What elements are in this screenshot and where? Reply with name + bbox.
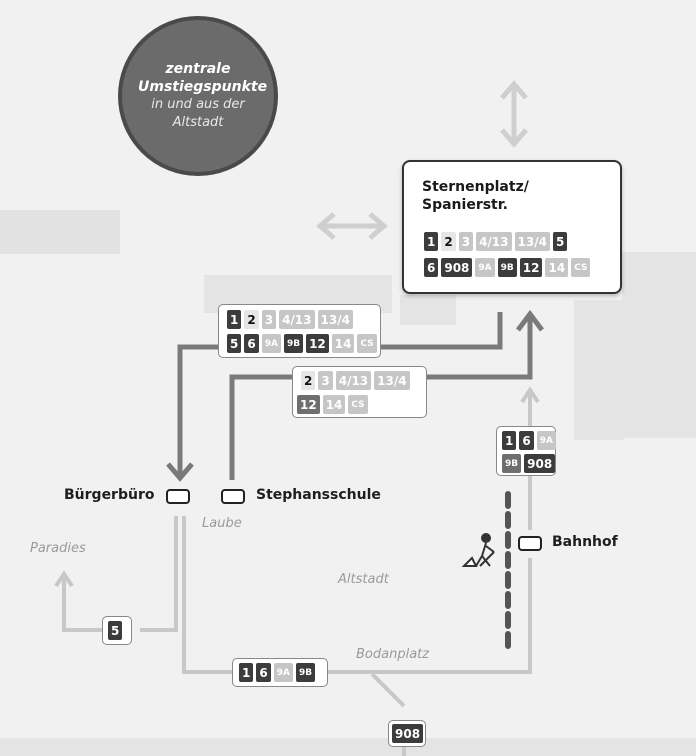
line-badge[interactable]: 4/13	[476, 232, 512, 251]
background-shape	[574, 300, 624, 440]
line-badge[interactable]: 9A	[536, 431, 556, 450]
line-badge[interactable]: 6	[244, 334, 259, 353]
line-badge[interactable]: 2	[301, 371, 316, 390]
badges-row: 2 3 4/13 13/4	[301, 371, 410, 390]
route-box-f: 908	[388, 720, 426, 747]
hub-circle: zentrale Umstiegspunkte in und aus der A…	[118, 16, 278, 176]
line-badge[interactable]: 5	[227, 334, 242, 353]
badges-row: 1 6 9A 9B	[239, 663, 316, 682]
badges-row: 5 6 9A 9B 12 14 CS	[227, 334, 377, 353]
line-badge[interactable]: 9A	[475, 258, 495, 277]
route-line-light	[62, 578, 104, 632]
background-shape	[622, 252, 696, 438]
line-badge[interactable]: 12	[306, 334, 329, 353]
stop-marker-buergerbuero[interactable]	[166, 489, 190, 504]
route-line-light	[140, 516, 178, 632]
line-badge[interactable]: 2	[441, 232, 456, 251]
stop-marker-stephansschule[interactable]	[221, 489, 245, 504]
line-badge[interactable]: 14	[545, 258, 569, 277]
route-line-light	[182, 516, 532, 674]
route-box-e: 5	[102, 616, 132, 645]
badges-row: 1 6 9A	[502, 431, 556, 450]
vertical-arrow-icon	[500, 80, 528, 148]
line-badge[interactable]: 9B	[283, 334, 304, 353]
line-badge[interactable]: 2	[244, 310, 259, 329]
line-badge[interactable]: 4/13	[335, 371, 372, 390]
line-badge[interactable]: 3	[458, 232, 474, 251]
area-label-altstadt: Altstadt	[338, 572, 389, 587]
main-badges-row2: 6 908 9A 9B 12 14 CS	[424, 258, 591, 277]
route-line-light	[370, 672, 406, 708]
line-badge[interactable]: CS	[357, 334, 377, 353]
stop-label-stephansschule[interactable]: Stephansschule	[256, 487, 381, 503]
sternenplatz-box[interactable]: Sternenplatz/ Spanierstr. 1 2 3 4/13 13/…	[402, 160, 622, 294]
line-badge[interactable]: 3	[261, 310, 277, 329]
line-badge[interactable]: 6	[519, 431, 534, 450]
line-badge[interactable]: 1	[227, 310, 242, 329]
route-box-d: 1 6 9A 9B	[232, 658, 328, 687]
line-badge[interactable]: 908	[441, 258, 473, 277]
line-badge[interactable]: 13/4	[374, 371, 410, 390]
route-arrow-sternenplatz	[516, 309, 544, 332]
line-badge[interactable]: 12	[519, 258, 543, 277]
background-shape	[0, 738, 696, 756]
route-arrow-buergerbuero	[166, 462, 194, 482]
badges-row: 12 14 CS	[297, 395, 368, 414]
line-badge[interactable]: 6	[256, 663, 271, 682]
route-arrow-paradies	[54, 570, 74, 588]
stop-label-bahnhof[interactable]: Bahnhof	[552, 534, 618, 550]
line-badge[interactable]: 14	[322, 395, 346, 414]
hub-subtitle: in und aus der Altstadt	[151, 97, 245, 130]
line-badge[interactable]: 14	[331, 334, 355, 353]
main-badges-row1: 1 2 3 4/13 13/4 5	[424, 232, 568, 251]
line-badge[interactable]: 6	[424, 258, 439, 277]
line-badge[interactable]: 1	[502, 431, 517, 450]
line-badge[interactable]: 5	[552, 232, 568, 251]
background-shape	[0, 210, 120, 254]
line-badge[interactable]: 12	[297, 395, 320, 414]
line-badge[interactable]: 13/4	[317, 310, 353, 329]
horizontal-arrow-icon	[316, 212, 388, 240]
stop-marker-bahnhof[interactable]	[518, 536, 542, 551]
line-badge[interactable]: CS	[348, 395, 368, 414]
line-badge[interactable]: 9A	[261, 334, 281, 353]
line-badge[interactable]: CS	[571, 258, 591, 277]
construction-worker-icon	[461, 533, 495, 567]
badges-row: 908	[392, 724, 424, 743]
route-box-b: 2 3 4/13 13/4 12 14 CS	[292, 366, 427, 418]
line-badge[interactable]: 4/13	[279, 310, 315, 329]
badges-row: 5	[108, 621, 123, 640]
line-badge[interactable]: 908	[524, 454, 556, 473]
line-badge[interactable]: 1	[239, 663, 254, 682]
line-badge[interactable]: 9B	[497, 258, 517, 277]
badges-row: 1 2 3 4/13 13/4	[227, 310, 353, 329]
line-badge[interactable]: 9A	[273, 663, 293, 682]
badges-row: 9B 908	[502, 454, 556, 473]
line-badge[interactable]: 13/4	[514, 232, 550, 251]
background-shape	[400, 295, 456, 325]
line-badge[interactable]: 908	[392, 724, 424, 743]
line-badge[interactable]: 5	[108, 621, 123, 640]
line-badge[interactable]: 3	[318, 371, 333, 390]
line-badge[interactable]: 1	[424, 232, 439, 251]
sternenplatz-name: Sternenplatz/ Spanierstr.	[422, 179, 529, 213]
line-badge[interactable]: 9B	[295, 663, 316, 682]
area-label-paradies: Paradies	[30, 541, 86, 556]
area-label-bodanplatz: Bodanplatz	[356, 647, 430, 662]
route-box-c: 1 6 9A 9B 908	[496, 426, 556, 476]
area-label-laube: Laube	[202, 516, 242, 531]
hub-title: zentrale Umstiegspunkte	[138, 61, 268, 95]
line-badge[interactable]: 9B	[502, 454, 522, 473]
stop-label-buergerbuero[interactable]: Bürgerbüro	[64, 487, 155, 503]
route-box-a: 1 2 3 4/13 13/4 5 6 9A 9B 12 14 CS	[218, 304, 381, 358]
route-arrow-up-light	[520, 386, 540, 404]
